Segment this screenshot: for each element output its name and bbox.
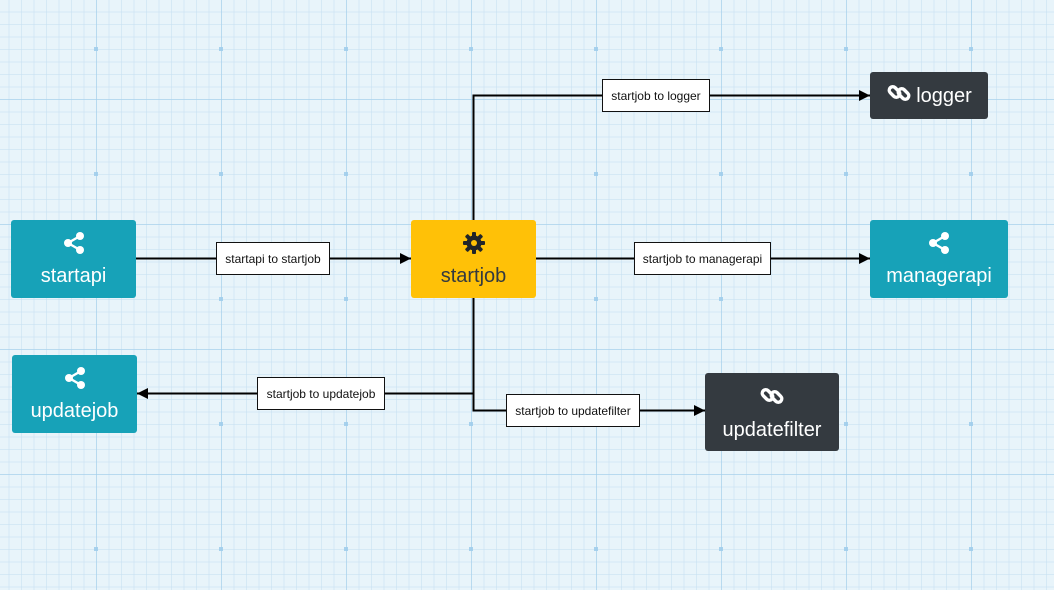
- grid-dot: [94, 47, 98, 51]
- grid-dot: [219, 422, 223, 426]
- grid-dot: [344, 297, 348, 301]
- node-logger[interactable]: logger: [870, 72, 988, 119]
- grid-dot: [219, 547, 223, 551]
- grid-dot: [94, 172, 98, 176]
- grid-dot: [969, 547, 973, 551]
- grid-dot: [594, 172, 598, 176]
- node-startjob[interactable]: startjob: [411, 220, 536, 298]
- grid-dot: [969, 172, 973, 176]
- grid-dot: [344, 172, 348, 176]
- grid-dot: [969, 47, 973, 51]
- grid-dot: [94, 547, 98, 551]
- share-icon: [62, 231, 86, 260]
- grid-dot: [719, 297, 723, 301]
- grid-dot: [469, 422, 473, 426]
- edge-label-startjob-updatefilter[interactable]: startjob to updatefilter: [506, 394, 640, 427]
- node-label: logger: [916, 84, 972, 107]
- grid-dot: [844, 172, 848, 176]
- grid-dot: [844, 547, 848, 551]
- grid-dot: [719, 172, 723, 176]
- edge-label-startjob-updatejob[interactable]: startjob to updatejob: [257, 377, 385, 410]
- grid-dot: [344, 422, 348, 426]
- edge-label-startjob-managerapi[interactable]: startjob to managerapi: [634, 242, 771, 275]
- grid-dot: [219, 47, 223, 51]
- grid-dot: [344, 547, 348, 551]
- node-updatejob[interactable]: updatejob: [12, 355, 137, 433]
- edge-label-startapi-startjob[interactable]: startapi to startjob: [216, 242, 330, 275]
- grid-dot: [469, 547, 473, 551]
- grid-dot: [844, 422, 848, 426]
- node-label: startapi: [40, 265, 107, 287]
- node-label: updatefilter: [722, 419, 822, 441]
- share-icon: [927, 231, 951, 260]
- node-startapi[interactable]: startapi: [11, 220, 136, 298]
- node-updatefilter[interactable]: updatefilter: [705, 373, 839, 451]
- node-label: startjob: [440, 265, 507, 287]
- grid-dot: [719, 547, 723, 551]
- grid-dot: [344, 47, 348, 51]
- node-label: updatejob: [30, 400, 119, 422]
- share-icon: [63, 366, 87, 395]
- node-managerapi[interactable]: managerapi: [870, 220, 1008, 298]
- grid-dot: [719, 47, 723, 51]
- link-icon: [759, 383, 785, 414]
- link-icon: [886, 80, 912, 111]
- edge-startjob-logger[interactable]: [472, 90, 871, 221]
- edge-label-startjob-logger[interactable]: startjob to logger: [602, 79, 710, 112]
- grid-dot: [844, 47, 848, 51]
- grid-dot: [594, 47, 598, 51]
- grid-dot: [219, 172, 223, 176]
- grid-dot: [594, 547, 598, 551]
- gear-icon: [462, 231, 486, 260]
- node-label: managerapi: [886, 265, 992, 287]
- grid-dot: [594, 297, 598, 301]
- grid-dot: [469, 47, 473, 51]
- grid-dot: [219, 297, 223, 301]
- grid-dot: [969, 422, 973, 426]
